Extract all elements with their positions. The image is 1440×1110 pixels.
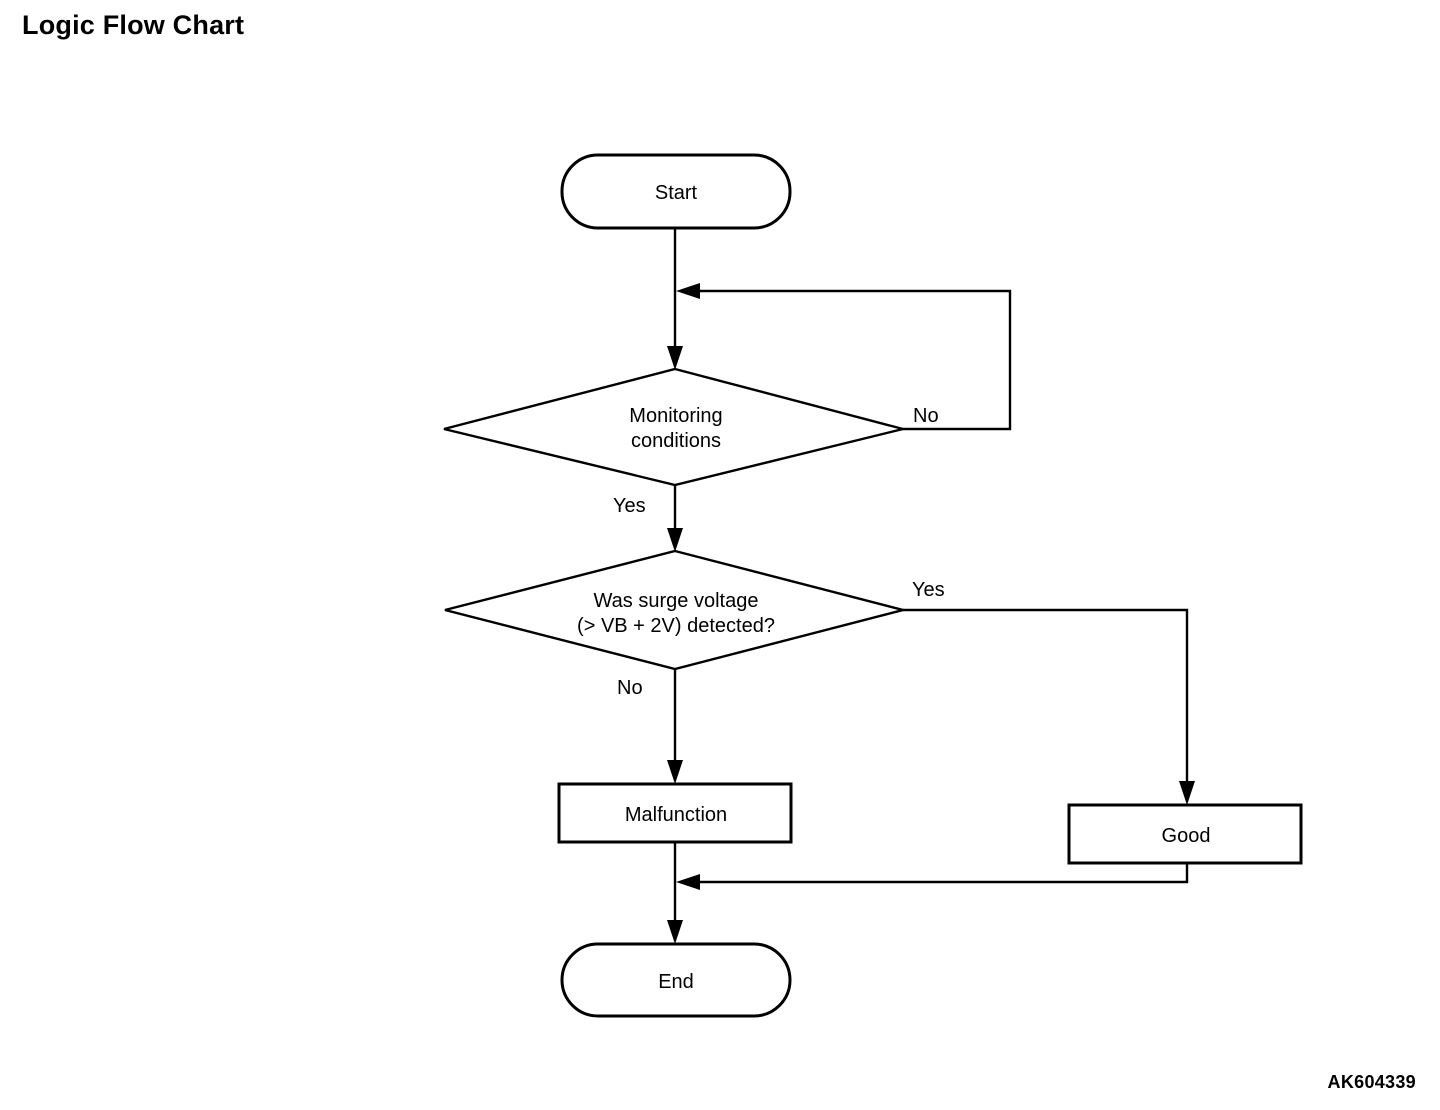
end-node-label: End [658, 971, 694, 993]
arrowhead-loop-back [676, 283, 700, 299]
edge-monitoring-no-path [688, 289, 1012, 431]
edge-good-to-end [676, 863, 1189, 890]
node-monitoring-conditions: Monitoring conditions [443, 367, 904, 487]
arrowhead-into-end [667, 920, 683, 944]
page-title: Logic Flow Chart [22, 10, 245, 40]
malfunction-node-label: Malfunction [625, 804, 727, 826]
node-surge-voltage: Was surge voltage (> VB + 2V) detected? [444, 549, 908, 671]
arrowhead-merge-into-end-line [676, 874, 700, 890]
edge-malfunction-to-end [667, 842, 683, 944]
edge-monitoring-no-loop [676, 283, 1012, 431]
edge-label-surge-yes: Yes [912, 579, 945, 601]
good-node-shape [1067, 803, 1303, 865]
end-node-shape [560, 942, 792, 1018]
edge-surge-no [667, 669, 683, 784]
node-end: End [560, 942, 792, 1018]
edge-label-monitoring-no: No [913, 405, 939, 427]
arrowhead-into-good [1179, 781, 1195, 805]
node-start: Start [560, 153, 792, 230]
monitoring-decision-shape [443, 367, 904, 487]
node-good: Good [1067, 803, 1303, 865]
arrowhead-into-surge [667, 528, 683, 552]
edge-surge-yes-path [903, 608, 1189, 793]
arrowhead-into-malfunction [667, 760, 683, 784]
edge-label-monitoring-yes: Yes [613, 495, 646, 517]
edge-good-to-end-path [688, 863, 1189, 884]
monitoring-decision-label-line1: Monitoring [629, 405, 722, 427]
malfunction-node-shape [557, 782, 793, 844]
node-malfunction: Malfunction [557, 782, 793, 844]
figure-code: AK604339 [1327, 1072, 1416, 1092]
edge-monitoring-yes [667, 485, 683, 552]
edge-surge-yes [903, 608, 1195, 805]
good-node-label: Good [1162, 825, 1211, 847]
surge-decision-label-line1: Was surge voltage [594, 590, 759, 612]
monitoring-decision-label-line2: conditions [631, 430, 721, 452]
edge-start-to-monitoring [667, 228, 683, 370]
surge-decision-label-line2: (> VB + 2V) detected? [577, 615, 775, 637]
edge-label-surge-no: No [617, 677, 643, 699]
start-node-label: Start [655, 182, 698, 204]
arrowhead-into-monitoring [667, 346, 683, 370]
